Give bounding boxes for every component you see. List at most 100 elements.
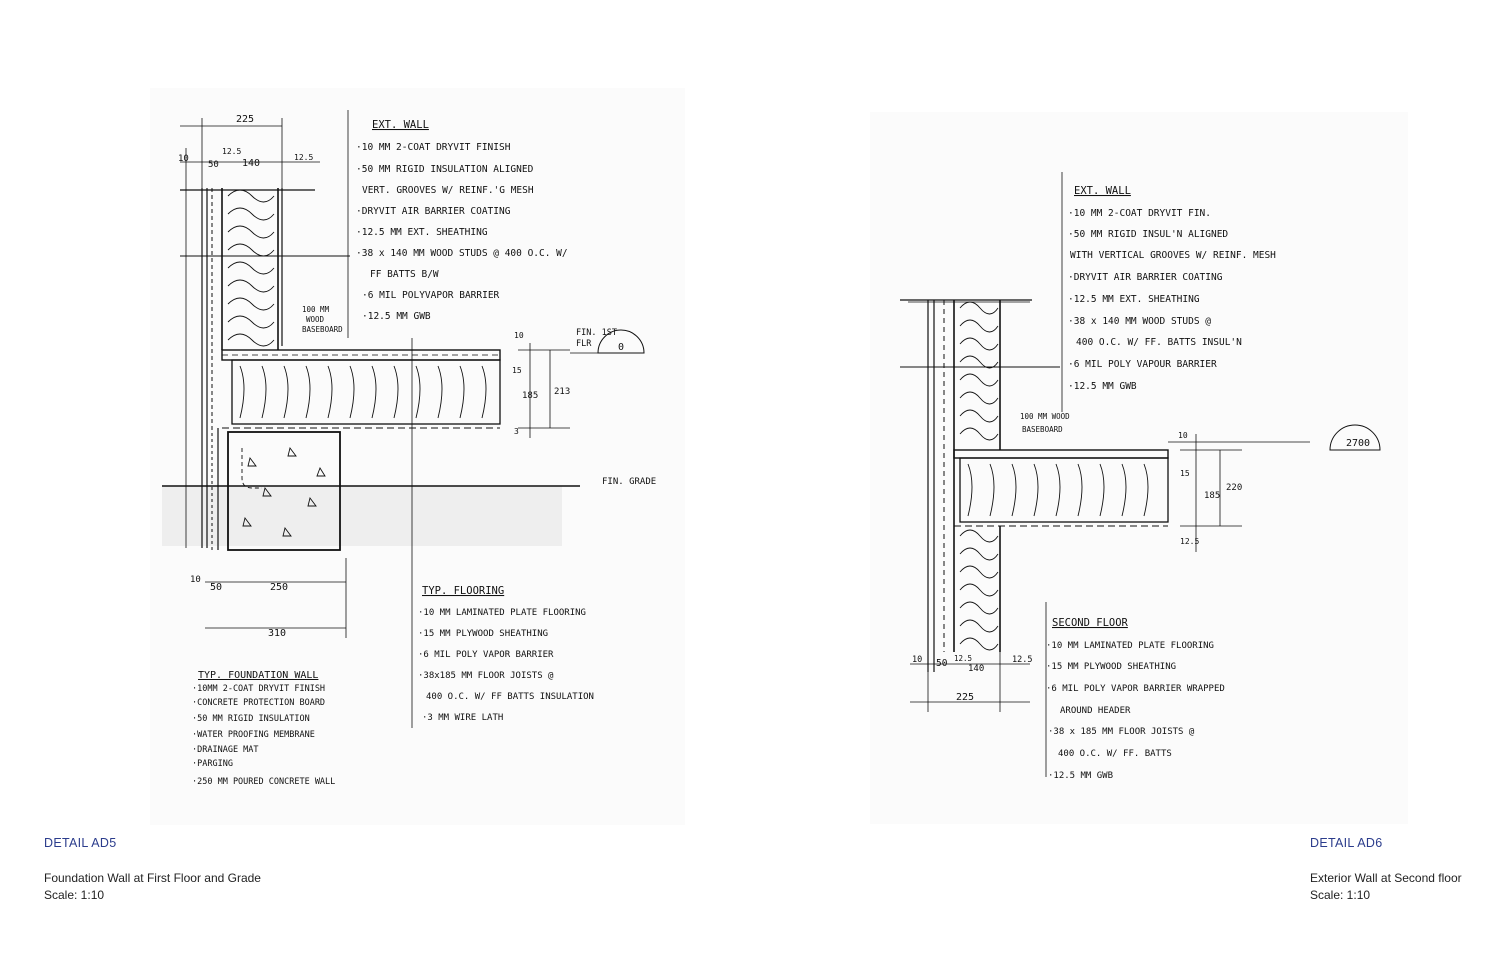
dim-12-5-left: 12.5 [222, 147, 241, 156]
floor-assembly [221, 349, 501, 429]
baseboard-label-3: BASEBOARD [302, 325, 343, 334]
foundation-notes: TYP. FOUNDATION WALL ·10MM 2-COAT DRYVIT… [192, 670, 335, 787]
dim-310: 310 [268, 628, 286, 639]
dim-50: 50 [208, 160, 219, 170]
dimension-lines [910, 172, 1310, 777]
dim-12-5-floor: 12.5 [1180, 537, 1199, 546]
flooring-line: 400 O.C. W/ FF BATTS INSULATION [426, 692, 594, 702]
ext-wall-line: ·12.5 MM GWB [362, 311, 431, 322]
dim-10: 10 [178, 154, 189, 164]
dim-15: 15 [512, 366, 522, 375]
dim-50-foundation: 50 [210, 582, 222, 593]
ext-wall-line: ·10 MM 2-COAT DRYVIT FINISH [356, 142, 511, 153]
floor-level-marker [1329, 424, 1381, 451]
foundation-wall [211, 428, 341, 551]
detail-ad6-title: DETAIL AD6 [1310, 836, 1383, 850]
ground-hatch [162, 486, 562, 546]
dim-220: 220 [1226, 483, 1242, 493]
dim-185: 185 [1204, 491, 1220, 501]
second-floor-line: 400 O.C. W/ FF. BATTS [1058, 749, 1172, 759]
ext-wall-line: ·6 MIL POLY VAPOUR BARRIER [1068, 359, 1217, 370]
baseboard-label-2: WOOD [306, 315, 325, 324]
floor-level-marker [597, 329, 645, 354]
floor-assembly [953, 449, 1169, 527]
detail-ad6-sketch: 10 15 185 220 12.5 10 50 12.5 140 12.5 2… [900, 172, 1381, 781]
ext-wall-line: ·12.5 MM GWB [1068, 381, 1137, 392]
dim-12-5-left: 12.5 [954, 654, 972, 663]
baseboard-label-1: 100 MM [302, 305, 330, 314]
ext-wall-heading: EXT. WALL [1074, 185, 1131, 197]
dim-10-wall: 10 [912, 655, 922, 665]
ext-wall-line: ·10 MM 2-COAT DRYVIT FIN. [1068, 208, 1211, 219]
detail-ad5-title: DETAIL AD5 [44, 836, 117, 850]
ext-wall-line: ·50 MM RIGID INSUL'N ALIGNED [1068, 229, 1228, 240]
detail-ad5-description: Foundation Wall at First Floor and Grade [44, 871, 261, 885]
flooring-line: ·6 MIL POLY VAPOR BARRIER [418, 650, 554, 660]
detail-ad6-caption: DETAIL AD6 Exterior Wall at Second floor… [1310, 835, 1462, 904]
second-floor-line: ·10 MM LAMINATED PLATE FLOORING [1046, 641, 1214, 651]
flooring-notes: TYP. FLOORING ·10 MM LAMINATED PLATE FLO… [418, 585, 594, 723]
dim-225: 225 [956, 692, 974, 703]
foundation-line: ·WATER PROOFING MEMBRANE [192, 730, 315, 740]
dim-3: 3 [514, 427, 519, 436]
second-floor-line: ·15 MM PLYWOOD SHEATHING [1046, 662, 1176, 672]
ext-wall-line: ·DRYVIT AIR BARRIER COATING [356, 206, 511, 217]
ext-wall-line: 400 O.C. W/ FF. BATTS INSUL'N [1076, 337, 1242, 348]
detail-ad5-scale: Scale: 1:10 [44, 888, 105, 902]
second-floor-line: AROUND HEADER [1060, 706, 1131, 716]
ext-wall-line: ·38 x 140 MM WOOD STUDS @ [1068, 316, 1211, 327]
dim-250: 250 [270, 582, 288, 593]
dim-140: 140 [242, 158, 260, 169]
dim-140: 140 [968, 664, 984, 674]
fin-floor-level: 0 [618, 342, 624, 353]
ext-wall-section [900, 299, 1060, 672]
ext-wall-line: ·6 MIL POLYVAPOR BARRIER [362, 290, 500, 301]
dim-185: 185 [522, 391, 538, 401]
detail-ad6-scale: Scale: 1:10 [1310, 888, 1371, 902]
level-2700: 2700 [1346, 438, 1370, 449]
ext-wall-line: FF BATTS B/W [370, 269, 439, 280]
ext-wall-notes: EXT. WALL ·10 MM 2-COAT DRYVIT FINISH ·5… [356, 119, 568, 322]
second-floor-line: ·6 MIL POLY VAPOR BARRIER WRAPPED [1046, 684, 1225, 694]
flooring-line: ·38x185 MM FLOOR JOISTS @ [418, 671, 554, 681]
ext-wall-line: WITH VERTICAL GROOVES W/ REINF. MESH [1070, 250, 1276, 261]
detail-ad5-sketch: 225 10 12.5 50 140 12.5 10 15 185 213 3 … [162, 110, 656, 787]
ext-wall-line: ·38 x 140 MM WOOD STUDS @ 400 O.C. W/ [356, 248, 568, 259]
foundation-line: ·DRAINAGE MAT [192, 745, 259, 755]
ext-wall-line: ·50 MM RIGID INSULATION ALIGNED [356, 164, 534, 175]
dim-213: 213 [554, 387, 570, 397]
fin-floor-label-2: FLR [576, 339, 592, 349]
flooring-line: ·15 MM PLYWOOD SHEATHING [418, 629, 548, 639]
ext-wall-notes: EXT. WALL ·10 MM 2-COAT DRYVIT FIN. ·50 … [1068, 185, 1276, 392]
foundation-heading: TYP. FOUNDATION WALL [198, 670, 318, 681]
dim-50: 50 [936, 658, 948, 669]
dim-12-5-right: 12.5 [294, 153, 313, 162]
dim-10: 10 [1178, 431, 1188, 440]
baseboard-label-2: BASEBOARD [1022, 425, 1063, 434]
detail-ad6-description: Exterior Wall at Second floor [1310, 871, 1462, 885]
ext-wall-line: ·12.5 MM EXT. SHEATHING [356, 227, 488, 238]
dimension-lines [180, 110, 570, 728]
second-floor-heading: SECOND FLOOR [1052, 617, 1129, 629]
dim-10-floor: 10 [514, 331, 524, 340]
dim-10-foundation: 10 [190, 575, 201, 585]
second-floor-line: ·38 x 185 MM FLOOR JOISTS @ [1048, 727, 1195, 737]
ext-wall-section [180, 188, 350, 548]
baseboard-label-1: 100 MM WOOD [1020, 412, 1070, 421]
foundation-line: ·PARGING [192, 759, 233, 769]
detail-ad6-drawing: 10 15 185 220 12.5 10 50 12.5 140 12.5 2… [870, 112, 1408, 824]
detail-ad5-drawing: 225 10 12.5 50 140 12.5 10 15 185 213 3 … [150, 88, 685, 825]
fin-grade-label: FIN. GRADE [602, 477, 656, 487]
foundation-line: ·50 MM RIGID INSULATION [192, 714, 310, 724]
dim-15: 15 [1180, 469, 1190, 478]
foundation-line: ·10MM 2-COAT DRYVIT FINISH [192, 684, 325, 694]
flooring-line: ·10 MM LAMINATED PLATE FLOORING [418, 608, 586, 618]
foundation-line: ·250 MM POURED CONCRETE WALL [192, 777, 335, 787]
ext-wall-line: ·12.5 MM EXT. SHEATHING [1068, 294, 1200, 305]
fin-floor-label-1: FIN. 1ST [576, 328, 617, 338]
ext-wall-heading: EXT. WALL [372, 119, 429, 131]
dim-225: 225 [236, 114, 254, 125]
flooring-heading: TYP. FLOORING [422, 585, 504, 597]
detail-ad5-caption: DETAIL AD5 Foundation Wall at First Floo… [44, 835, 261, 904]
foundation-line: ·CONCRETE PROTECTION BOARD [192, 698, 325, 708]
